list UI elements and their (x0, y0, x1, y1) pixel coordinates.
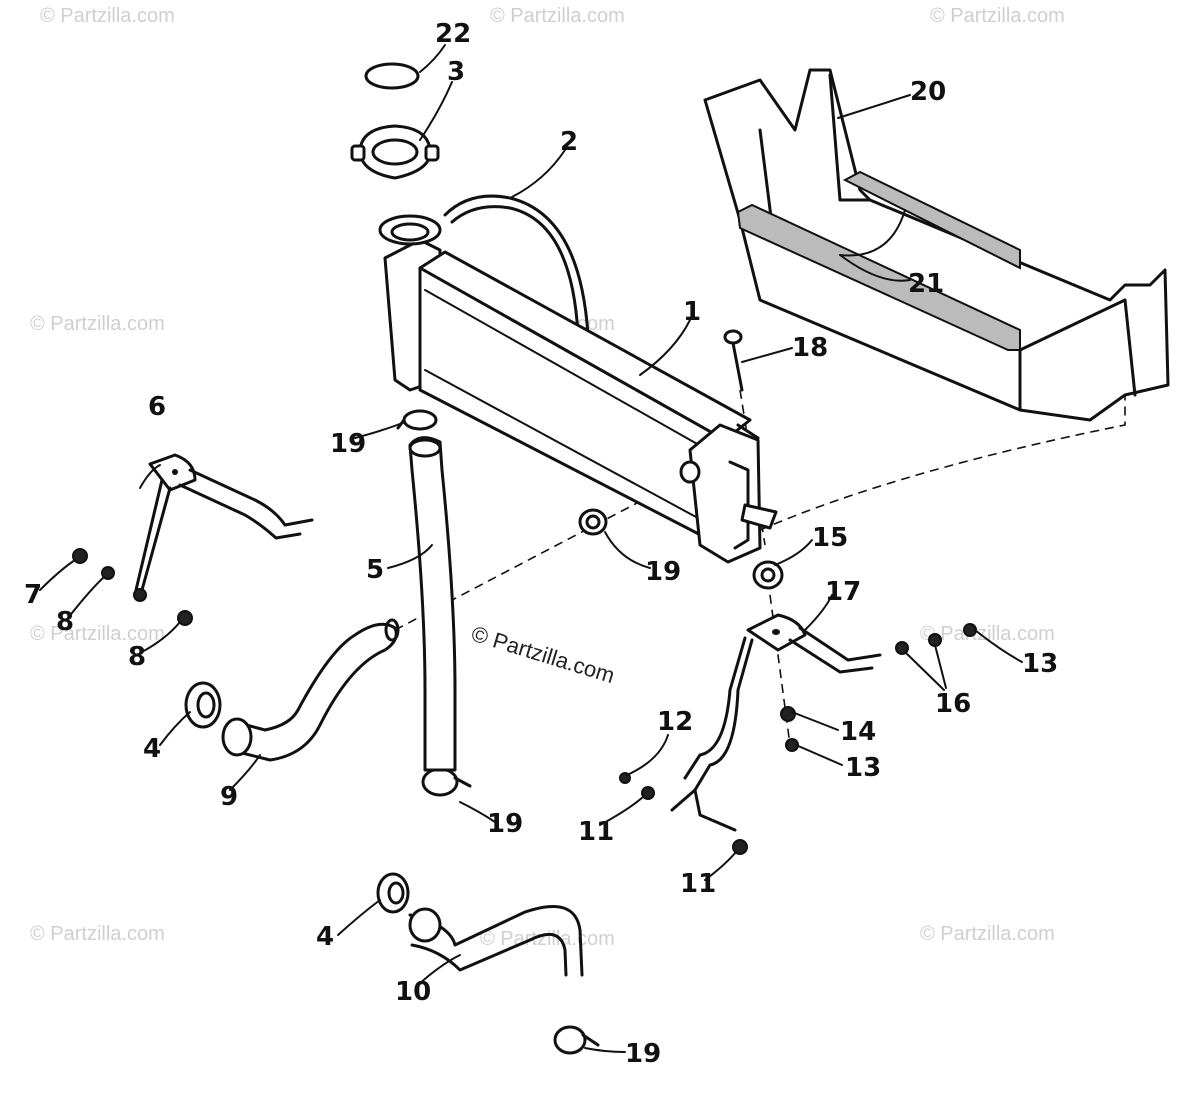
callout-19: 19 (330, 429, 366, 459)
washer (101, 566, 115, 580)
coolant-hose-lower (408, 904, 584, 977)
callout-3: 3 (447, 57, 465, 87)
callout-12: 12 (657, 707, 693, 737)
washer (732, 839, 748, 855)
mounting-bracket (134, 453, 314, 592)
watermark: © Partzilla.com (480, 928, 615, 950)
callout-17: 17 (825, 577, 861, 607)
callout-8: 8 (128, 642, 146, 672)
overflow-hose-inner (450, 205, 580, 337)
watermark: © Partzilla.com (490, 5, 625, 27)
callout-19: 19 (645, 557, 681, 587)
leader-lines (39, 44, 1023, 1053)
callout-21: 21 (908, 269, 944, 299)
frame-pad (839, 209, 906, 257)
callout-14: 14 (840, 717, 876, 747)
hose-clamp-4 (376, 872, 410, 914)
callout-13: 13 (1022, 649, 1058, 679)
callout-15: 15 (812, 523, 848, 553)
coolant-hose-upper (221, 618, 400, 762)
washer (895, 641, 909, 655)
hose-clamp (421, 767, 472, 797)
callout-2: 2 (560, 127, 578, 157)
radiator-cap (350, 124, 440, 180)
callout-11: 11 (578, 817, 614, 847)
hose-clamp (553, 1025, 600, 1055)
watermark: © Partzilla.com (30, 623, 165, 645)
grommet (752, 560, 784, 590)
lower-bracket (670, 613, 882, 832)
hose-clamp-4 (184, 681, 222, 729)
radiator-hose (408, 436, 457, 772)
skid-frame (703, 68, 1170, 422)
copyright-credit: © Partzilla.com (469, 621, 618, 688)
washer (133, 588, 147, 602)
callout-16: 16 (935, 689, 971, 719)
callout-9: 9 (220, 782, 238, 812)
alignment-line (759, 395, 1126, 531)
washer (641, 786, 655, 800)
watermark: © Partzilla.com (30, 313, 165, 335)
watermark: © Partzilla.com (40, 5, 175, 27)
callout-19: 19 (625, 1039, 661, 1069)
callouts: 22 3 2 1 18 20 21 19 19 19 19 5 6 7 8 8 … (24, 19, 1058, 1069)
hose-clamp (396, 409, 438, 431)
callout-19: 19 (487, 809, 523, 839)
watermark: © Partzilla.com (920, 923, 1055, 945)
callout-8: 8 (56, 607, 74, 637)
watermark: © Partzilla.com (30, 923, 165, 945)
hose-clamp (578, 508, 608, 536)
callout-10: 10 (395, 977, 431, 1007)
lock-nut (72, 548, 88, 564)
mounting-bolt (723, 329, 744, 392)
washer (780, 706, 796, 722)
cap-seal (364, 62, 420, 90)
washer (177, 610, 193, 626)
watermark: © Partzilla.com (920, 623, 1055, 645)
callout-1: 1 (683, 297, 701, 327)
radiator (378, 214, 778, 564)
callout-6: 6 (148, 392, 166, 422)
callout-7: 7 (24, 580, 42, 610)
callout-11: 11 (680, 869, 716, 899)
watermark: © Partzilla.com (930, 5, 1065, 27)
callout-4: 4 (316, 922, 334, 952)
callout-20: 20 (910, 77, 946, 107)
callout-4: 4 (143, 734, 161, 764)
callout-22: 22 (435, 19, 471, 49)
overflow-hose (443, 194, 590, 337)
callout-18: 18 (792, 333, 828, 363)
callout-13: 13 (845, 753, 881, 783)
callout-5: 5 (366, 555, 384, 585)
